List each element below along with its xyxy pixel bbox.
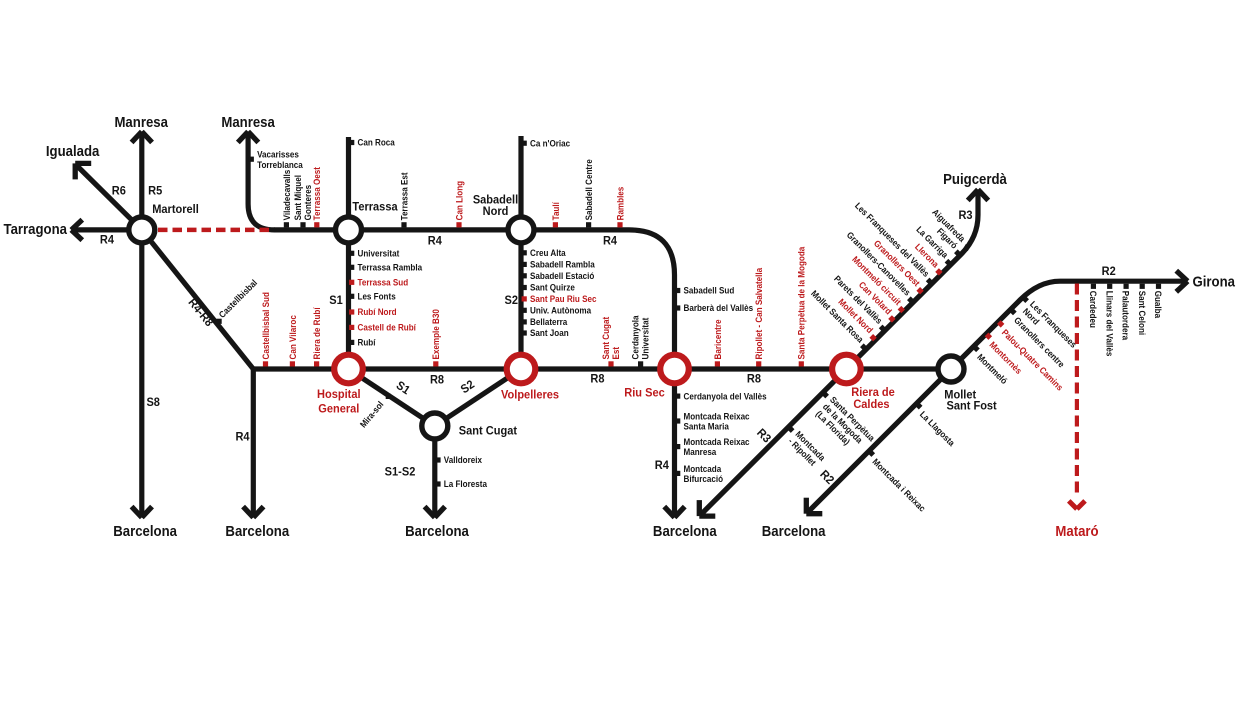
svg-text:Sant Quirze: Sant Quirze <box>530 282 575 293</box>
svg-text:R8: R8 <box>430 374 445 386</box>
svg-text:Sabadell Centre: Sabadell Centre <box>584 159 595 220</box>
svg-text:Nord: Nord <box>483 205 509 217</box>
svg-text:Rambles: Rambles <box>615 186 626 220</box>
svg-text:Viladecavalls: Viladecavalls <box>281 170 292 221</box>
svg-text:Sant Celoni: Sant Celoni <box>1137 291 1148 335</box>
svg-text:Manresa: Manresa <box>684 447 717 458</box>
svg-text:Martorell: Martorell <box>152 204 199 216</box>
svg-text:Vacarisses: Vacarisses <box>257 149 299 160</box>
svg-text:Castellbisbal Sud: Castellbisbal Sud <box>260 292 271 359</box>
svg-text:R8: R8 <box>590 373 605 385</box>
svg-text:Sant Cugat: Sant Cugat <box>601 317 612 360</box>
svg-text:Manresa: Manresa <box>114 113 168 130</box>
svg-text:Rubí: Rubí <box>358 337 377 348</box>
svg-text:S2: S2 <box>505 295 518 307</box>
svg-text:Barcelona: Barcelona <box>225 522 289 539</box>
svg-text:Sabadell Sud: Sabadell Sud <box>684 285 735 296</box>
svg-text:S1-S2: S1-S2 <box>385 466 416 478</box>
svg-text:Baricentre: Baricentre <box>712 319 723 359</box>
svg-text:Universitat: Universitat <box>640 318 651 360</box>
svg-text:Cerdanyola: Cerdanyola <box>630 315 641 359</box>
svg-text:Univ. Autònoma: Univ. Autònoma <box>530 305 591 316</box>
svg-text:Palautordera: Palautordera <box>1121 291 1132 341</box>
svg-text:Valldoreix: Valldoreix <box>444 455 482 466</box>
svg-text:Montcada Reixac: Montcada Reixac <box>684 411 750 422</box>
svg-text:Sant Joan: Sant Joan <box>530 328 569 339</box>
svg-text:Puigcerdà: Puigcerdà <box>943 170 1007 187</box>
svg-text:Terrassa Sud: Terrassa Sud <box>358 277 409 288</box>
svg-text:Rubí Nord: Rubí Nord <box>358 307 397 318</box>
svg-text:Sant Fost: Sant Fost <box>947 400 997 412</box>
svg-text:S8: S8 <box>146 397 160 409</box>
svg-text:Est: Est <box>611 347 622 360</box>
svg-text:Ripollet - Can Salvatella: Ripollet - Can Salvatella <box>754 268 765 360</box>
svg-text:Tarragona: Tarragona <box>4 220 68 237</box>
svg-text:Llinars del Vallès: Llinars del Vallès <box>1104 291 1115 357</box>
svg-text:Barcelona: Barcelona <box>405 522 469 539</box>
svg-text:R4: R4 <box>235 431 250 443</box>
svg-text:Igualada: Igualada <box>46 142 100 159</box>
svg-text:Cerdanyola del Vallès: Cerdanyola del Vallès <box>684 391 767 402</box>
svg-text:Castell de Rubí: Castell de Rubí <box>358 322 417 333</box>
svg-text:Terrassa Oest: Terrassa Oest <box>312 167 323 220</box>
svg-text:Torreblanca: Torreblanca <box>257 159 303 170</box>
svg-text:R4: R4 <box>603 235 618 247</box>
svg-text:R5: R5 <box>148 185 163 197</box>
svg-text:Volpelleres: Volpelleres <box>501 389 559 401</box>
svg-text:Sant Cugat: Sant Cugat <box>459 425 517 437</box>
svg-text:La Floresta: La Floresta <box>444 479 487 490</box>
svg-text:R3: R3 <box>958 210 972 222</box>
svg-text:Mataró: Mataró <box>1055 522 1099 539</box>
svg-text:Terrassa Est: Terrassa Est <box>399 172 410 220</box>
svg-text:R8: R8 <box>747 373 762 385</box>
svg-text:Montcada: Montcada <box>684 463 722 474</box>
svg-text:Santa Perpètua de la Mogoda: Santa Perpètua de la Mogoda <box>796 246 807 359</box>
svg-text:R4: R4 <box>428 235 443 247</box>
svg-text:S2: S2 <box>459 378 477 396</box>
svg-text:Barcelona: Barcelona <box>762 522 826 539</box>
svg-text:Caldes: Caldes <box>853 399 889 411</box>
svg-text:Riu Sec: Riu Sec <box>624 387 665 399</box>
svg-text:Sant Miquel: Sant Miquel <box>293 175 304 220</box>
svg-text:Terrassa: Terrassa <box>352 201 398 213</box>
svg-text:Mollet: Mollet <box>944 389 976 401</box>
svg-text:Sabadell Estació: Sabadell Estació <box>530 271 594 282</box>
svg-text:Ca n'Oriac: Ca n'Oriac <box>530 138 570 149</box>
svg-text:R2: R2 <box>1102 266 1116 278</box>
svg-text:Les Fonts: Les Fonts <box>358 291 396 302</box>
svg-text:Can Vilaroc: Can Vilaroc <box>287 315 298 360</box>
svg-text:R6: R6 <box>112 185 126 197</box>
svg-text:Cardedeu: Cardedeu <box>1088 291 1099 328</box>
svg-text:Hospital: Hospital <box>317 389 361 401</box>
svg-text:Terrassa Rambla: Terrassa Rambla <box>358 262 423 273</box>
svg-text:Sant Pau Riu Sec: Sant Pau Riu Sec <box>530 294 597 305</box>
svg-text:Girona: Girona <box>1193 273 1236 290</box>
svg-text:Riera de Rubí: Riera de Rubí <box>312 307 323 360</box>
svg-text:Universitat: Universitat <box>358 248 400 259</box>
svg-text:Gualba: Gualba <box>1153 291 1164 319</box>
svg-text:Santa Maria: Santa Maria <box>684 421 730 432</box>
svg-text:R4: R4 <box>100 234 115 246</box>
svg-text:Barberà del Vallès: Barberà del Vallès <box>684 303 754 314</box>
svg-text:Creu Alta: Creu Alta <box>530 248 566 259</box>
svg-text:R4: R4 <box>655 459 670 471</box>
svg-text:Exemple B30: Exemple B30 <box>431 309 442 360</box>
svg-text:S1: S1 <box>329 295 343 307</box>
svg-text:Montcada Reixac: Montcada Reixac <box>684 437 750 448</box>
svg-text:Can Roca: Can Roca <box>358 137 396 148</box>
svg-text:Bellaterra: Bellaterra <box>530 317 568 328</box>
svg-text:Gonteres: Gonteres <box>303 185 314 221</box>
svg-text:Barcelona: Barcelona <box>653 522 717 539</box>
svg-text:Bifurcació: Bifurcació <box>684 474 724 485</box>
svg-text:Taulí: Taulí <box>550 202 561 221</box>
svg-text:Sabadell: Sabadell <box>473 194 518 206</box>
svg-text:Sabadell Rambla: Sabadell Rambla <box>530 259 595 270</box>
svg-text:General: General <box>318 403 359 415</box>
svg-text:Riera de: Riera de <box>851 387 895 399</box>
svg-text:Barcelona: Barcelona <box>113 522 177 539</box>
svg-text:Can Llong: Can Llong <box>454 181 465 221</box>
svg-text:Manresa: Manresa <box>221 113 275 130</box>
